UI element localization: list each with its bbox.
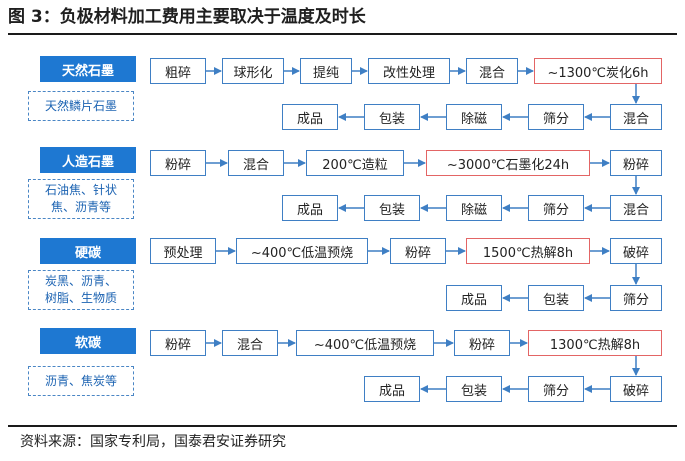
step-soft-7: 筛分	[528, 376, 584, 402]
step-artificial-2: 混合	[228, 150, 284, 176]
step-natural-6: ~1300℃炭化6h	[534, 58, 662, 84]
step-soft-3: ~400℃低温预烧	[296, 330, 434, 356]
bottom-rule	[8, 425, 677, 427]
step-artificial-8: 除磁	[446, 195, 502, 221]
step-natural-3: 提纯	[300, 58, 352, 84]
step-artificial-1: 粉碎	[150, 150, 206, 176]
step-natural-9: 除磁	[446, 104, 502, 130]
step-natural-8: 筛分	[528, 104, 584, 130]
step-artificial-9: 包装	[364, 195, 420, 221]
header-artificial-graphite: 人造石墨	[40, 147, 136, 173]
step-hard-2: ~400℃低温预烧	[236, 238, 368, 264]
step-artificial-7: 筛分	[528, 195, 584, 221]
step-hard-5: 破碎	[610, 238, 662, 264]
top-rule	[8, 33, 677, 35]
step-soft-2: 混合	[222, 330, 278, 356]
step-natural-7: 混合	[610, 104, 662, 130]
step-artificial-6: 混合	[610, 195, 662, 221]
step-natural-1: 粗碎	[150, 58, 206, 84]
materials-hard-carbon: 炭黑、沥青、 树脂、生物质	[28, 270, 134, 310]
figure-title: 图 3：负极材料加工费用主要取决于温度及时长	[8, 7, 366, 27]
step-soft-5: 1300℃热解8h	[528, 330, 662, 356]
header-soft-carbon: 软碳	[40, 328, 136, 354]
step-soft-1: 粉碎	[150, 330, 206, 356]
step-artificial-10: 成品	[282, 195, 338, 221]
header-natural-graphite: 天然石墨	[40, 56, 136, 82]
materials-artificial-graphite: 石油焦、针状 焦、沥青等	[28, 179, 134, 219]
step-hard-3: 粉碎	[390, 238, 446, 264]
step-soft-8: 包装	[446, 376, 502, 402]
step-soft-9: 成品	[364, 376, 420, 402]
step-soft-6: 破碎	[610, 376, 662, 402]
step-hard-1: 预处理	[150, 238, 216, 264]
header-hard-carbon: 硬碳	[40, 238, 136, 264]
materials-natural-graphite: 天然鳞片石墨	[28, 91, 134, 121]
step-natural-11: 成品	[282, 104, 338, 130]
step-natural-10: 包装	[364, 104, 420, 130]
step-hard-8: 成品	[446, 285, 502, 311]
step-soft-4: 粉碎	[454, 330, 510, 356]
step-natural-4: 改性处理	[368, 58, 450, 84]
materials-soft-carbon: 沥青、焦炭等	[28, 366, 134, 396]
step-artificial-5: 粉碎	[610, 150, 662, 176]
step-hard-7: 包装	[528, 285, 584, 311]
step-hard-4: 1500℃热解8h	[466, 238, 590, 264]
source-note: 资料来源：国家专利局，国泰君安证券研究	[20, 434, 286, 450]
step-hard-6: 筛分	[610, 285, 662, 311]
step-natural-2: 球形化	[222, 58, 284, 84]
step-artificial-3: 200℃造粒	[306, 150, 404, 176]
step-artificial-4: ~3000℃石墨化24h	[426, 150, 590, 176]
step-natural-5: 混合	[466, 58, 518, 84]
